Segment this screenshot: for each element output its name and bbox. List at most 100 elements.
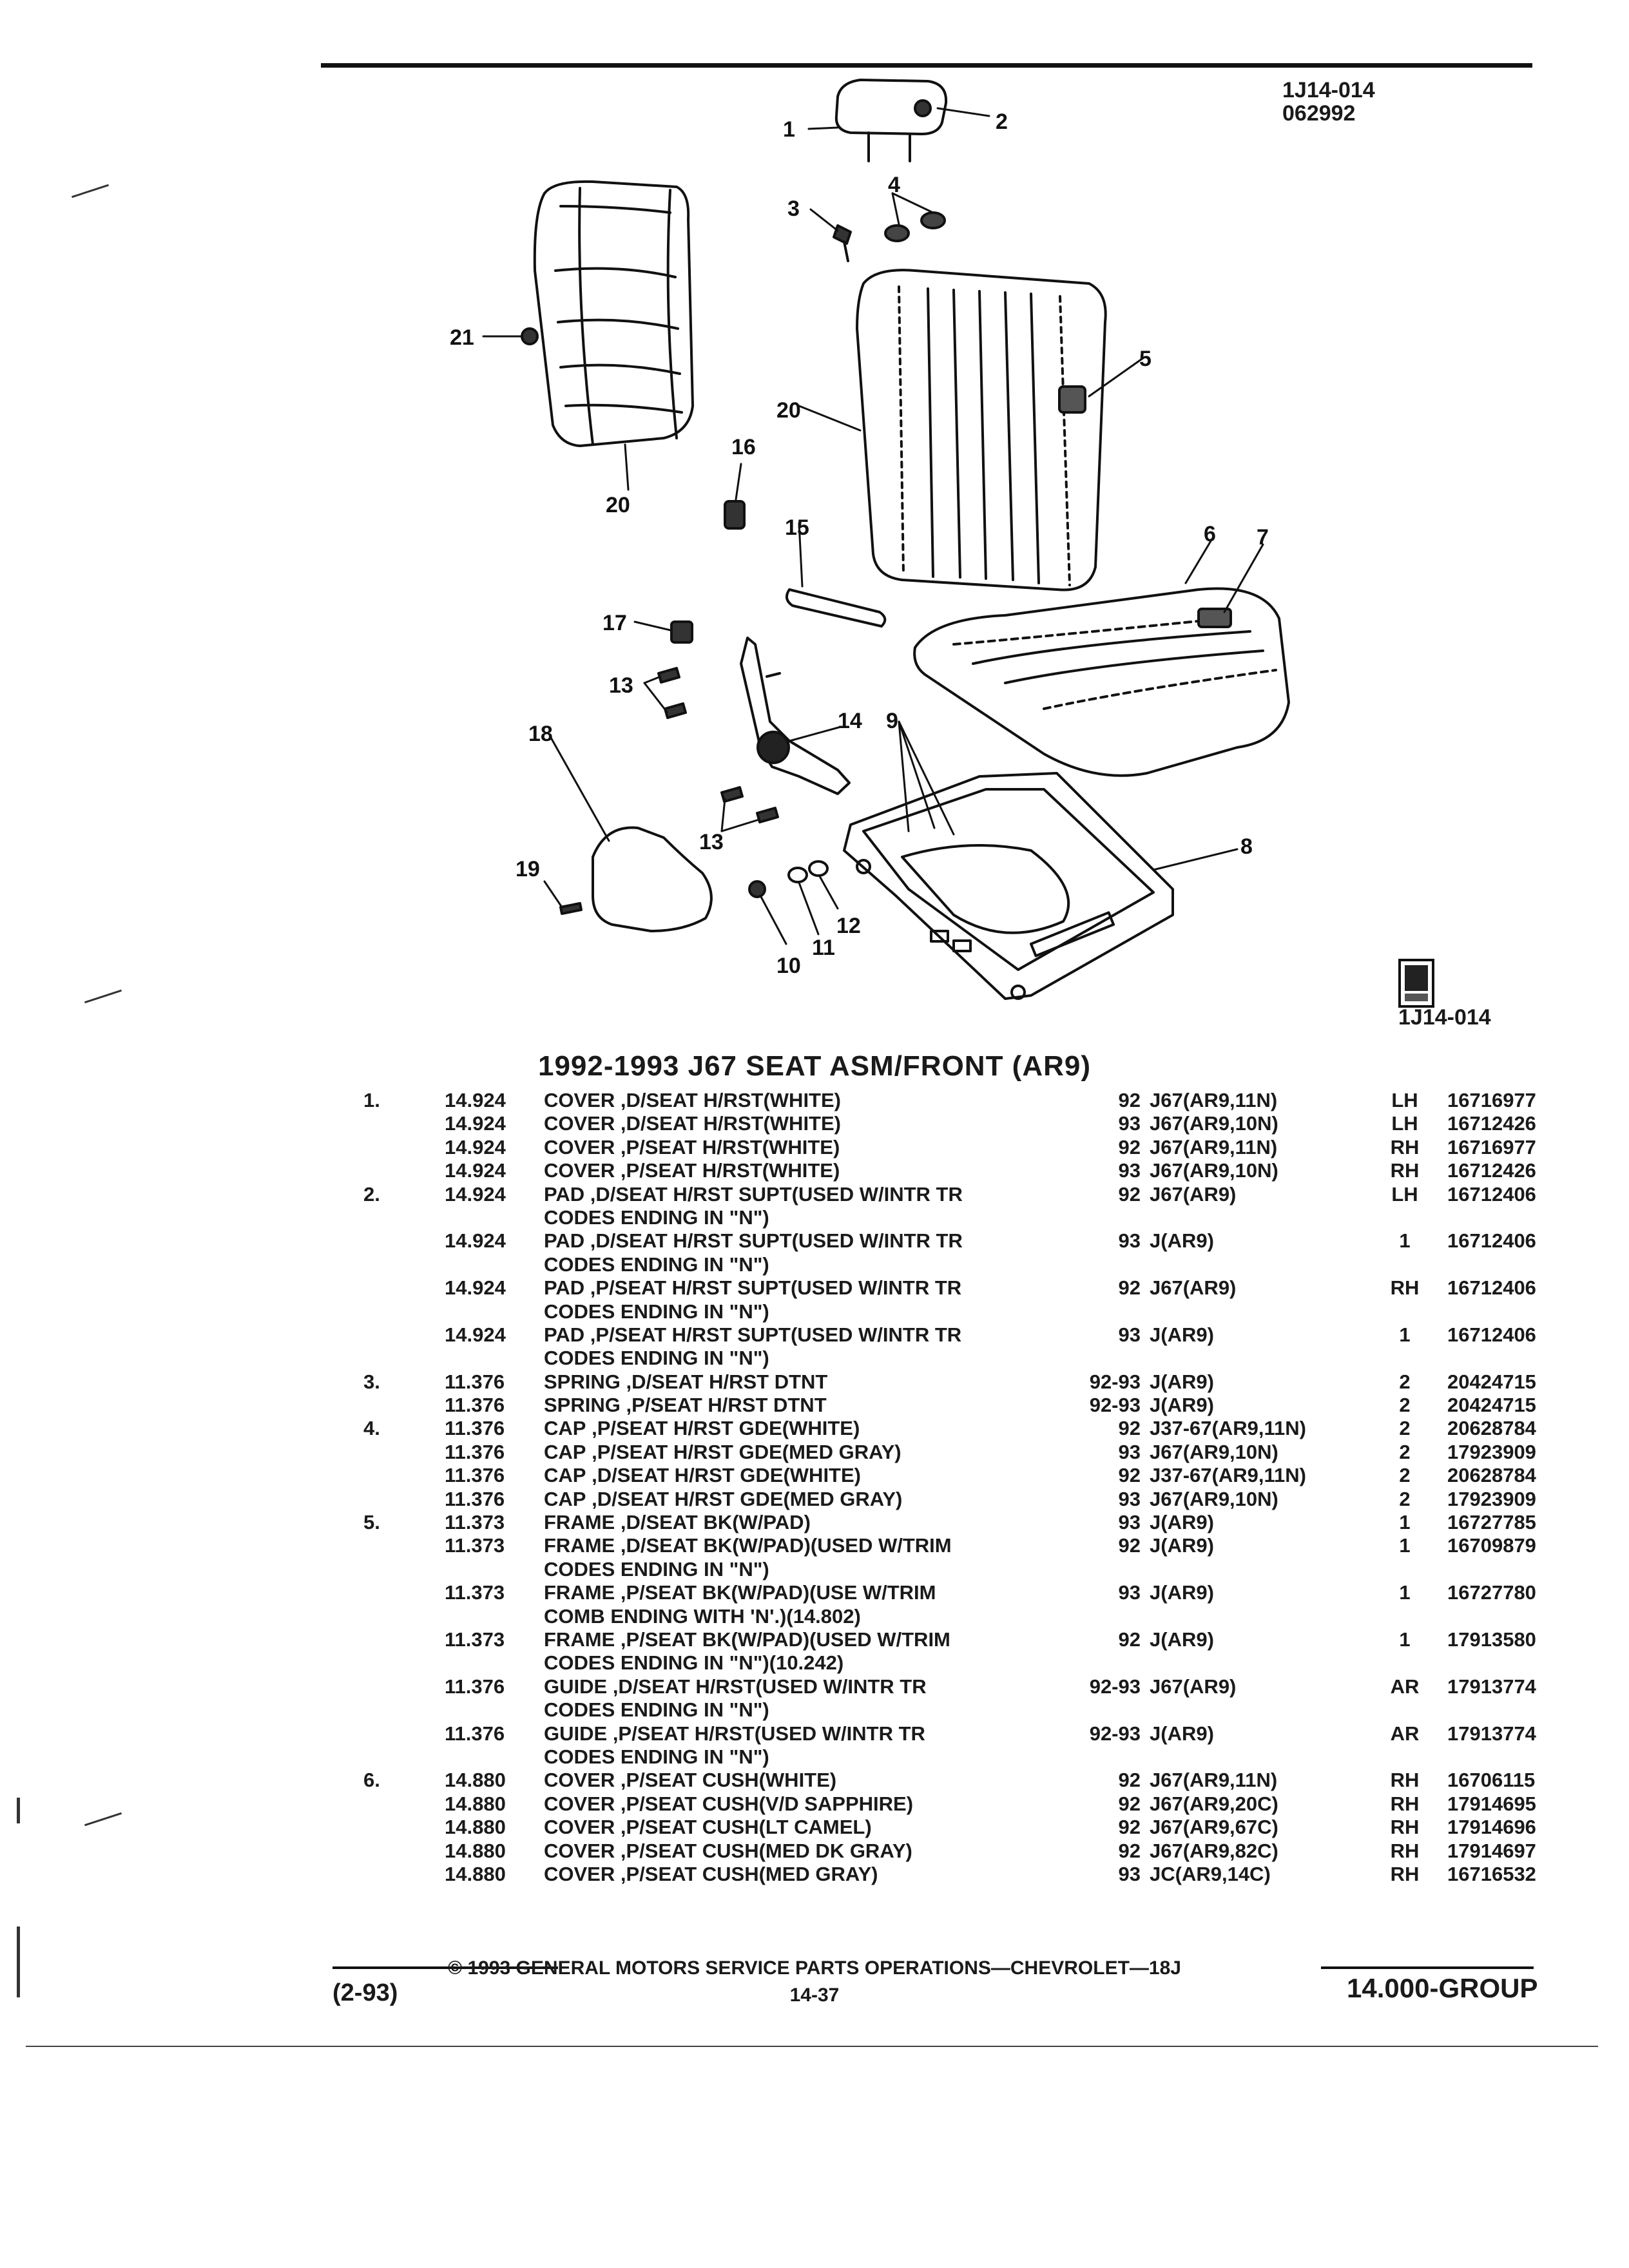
part-detail: ,D/SEAT BK(W/PAD)(USED W/TRIM (620, 1534, 952, 1557)
model-code: J67(AR9,11N) (1150, 1135, 1278, 1158)
part-detail-continued: CODES ENDING IN "N") (544, 1698, 769, 1722)
quantity: LH (1391, 1089, 1418, 1111)
group-number: 11.376 (445, 1417, 505, 1440)
leader-lines (482, 107, 1264, 945)
model-code: J67(AR9) (1150, 1276, 1237, 1300)
part-row-continuation: CODES ENDING IN "N") (361, 1253, 1547, 1276)
model-code: J(AR9) (1150, 1581, 1214, 1604)
model-code: J67(AR9,10N) (1150, 1440, 1278, 1463)
part-name: GUIDE (544, 1675, 608, 1698)
part-name: GUIDE (544, 1722, 608, 1745)
model-year: 92 (1118, 1839, 1141, 1862)
part-detail: ,P/SEAT H/RST(USED W/INTR TR (612, 1722, 925, 1745)
quantity: 1 (1399, 1628, 1411, 1651)
part-name: CAP (544, 1487, 586, 1510)
side-shield-part (592, 826, 713, 932)
model-year: 92 (1118, 1135, 1141, 1158)
part-row-continuation: CODES ENDING IN "N") (361, 1206, 1547, 1229)
part-name: PAD (544, 1323, 585, 1346)
group-number: 14.880 (445, 1839, 506, 1862)
part-detail: ,D/SEAT H/RST SUPT(USED W/INTR TR (590, 1229, 963, 1253)
group-number: 14.924 (445, 1323, 506, 1346)
bolt-parts (657, 667, 779, 823)
part-name: FRAME (544, 1628, 615, 1651)
quantity: 2 (1399, 1417, 1411, 1440)
item-number: 3. (363, 1370, 380, 1393)
part-row-continuation: CODES ENDING IN "N")(10.242) (361, 1651, 1547, 1675)
bottom-rule (26, 2046, 1598, 2047)
guide-part (786, 588, 887, 628)
model-code: J37-67(AR9,11N) (1150, 1417, 1306, 1440)
part-number: 16727785 (1447, 1511, 1536, 1534)
quantity: RH (1390, 1816, 1420, 1839)
part-description: COVER ,P/SEAT CUSH(V/D SAPPHIRE) (544, 1792, 913, 1816)
group-number: 11.373 (445, 1511, 505, 1534)
model-year: 92-93 (1089, 1675, 1141, 1698)
model-code: J(AR9) (1150, 1370, 1214, 1393)
part-description: PAD ,D/SEAT H/RST SUPT(USED W/INTR TR (544, 1183, 963, 1206)
quantity: RH (1390, 1276, 1420, 1300)
group-number: 14.924 (445, 1276, 506, 1300)
quantity: AR (1390, 1675, 1420, 1698)
part-detail: ,P/SEAT H/RST SUPT(USED W/INTR TR (590, 1276, 962, 1300)
part-name: PAD (544, 1182, 585, 1206)
part-detail: ,D/SEAT H/RST(WHITE) (620, 1112, 841, 1135)
model-code: J67(AR9,67C) (1150, 1816, 1278, 1839)
callout-5: 5 (1139, 347, 1152, 371)
part-detail: ,P/SEAT CUSH(V/D SAPPHIRE) (620, 1792, 914, 1815)
part-row-continuation: CODES ENDING IN "N") (361, 1558, 1547, 1581)
footer-rule-right (1321, 1966, 1534, 1969)
figure-date: 062992 (1282, 101, 1356, 126)
callout-13a: 13 (609, 673, 633, 698)
part-detail-continued: CODES ENDING IN "N")(10.242) (544, 1651, 844, 1675)
callout-20b: 20 (606, 493, 630, 517)
part-name: PAD (544, 1229, 585, 1253)
model-year: 92 (1118, 1464, 1141, 1487)
model-code: J67(AR9,11N) (1150, 1089, 1278, 1111)
group-number: 14.924 (445, 1135, 506, 1158)
model-year: 92 (1118, 1089, 1141, 1111)
screw-part (559, 902, 583, 915)
part-number: 16716977 (1447, 1089, 1536, 1111)
model-year: 92 (1118, 1816, 1141, 1839)
group-number: 14.924 (445, 1182, 506, 1206)
model-code: J(AR9) (1150, 1229, 1214, 1253)
callout-4: 4 (888, 173, 900, 197)
part-detail: ,P/SEAT H/RST(WHITE) (620, 1159, 840, 1182)
item-number: 1. (363, 1089, 380, 1111)
part-description: COVER ,D/SEAT H/RST(WHITE) (544, 1112, 841, 1135)
part-name: CAP (544, 1440, 586, 1463)
part-description: COVER ,D/SEAT H/RST(WHITE) (544, 1089, 841, 1112)
callout-13b: 13 (699, 830, 724, 854)
group-number: 14.924 (445, 1229, 506, 1253)
part-number: 17923909 (1447, 1487, 1536, 1510)
model-year: 92 (1118, 1417, 1141, 1440)
quantity: 2 (1399, 1370, 1411, 1393)
callout-17: 17 (602, 611, 627, 635)
part-number: 16706115 (1447, 1769, 1536, 1792)
part-number: 17914697 (1447, 1839, 1536, 1862)
part-detail-continued: CODES ENDING IN "N") (544, 1557, 769, 1581)
washer-parts (748, 860, 829, 898)
part-detail-continued: CODES ENDING IN "N") (544, 1206, 769, 1229)
quantity: RH (1390, 1839, 1420, 1862)
quantity: 1 (1399, 1323, 1411, 1346)
model-year: 93 (1118, 1511, 1141, 1534)
model-code: J67(AR9,82C) (1150, 1839, 1278, 1862)
part-detail: ,D/SEAT BK(W/PAD) (620, 1511, 811, 1534)
part-detail: ,P/SEAT H/RST DTNT (626, 1394, 827, 1417)
model-year: 93 (1118, 1229, 1141, 1253)
part-row-continuation: CODES ENDING IN "N") (361, 1745, 1547, 1769)
model-year: 93 (1118, 1581, 1141, 1604)
model-year: 92 (1118, 1792, 1141, 1815)
